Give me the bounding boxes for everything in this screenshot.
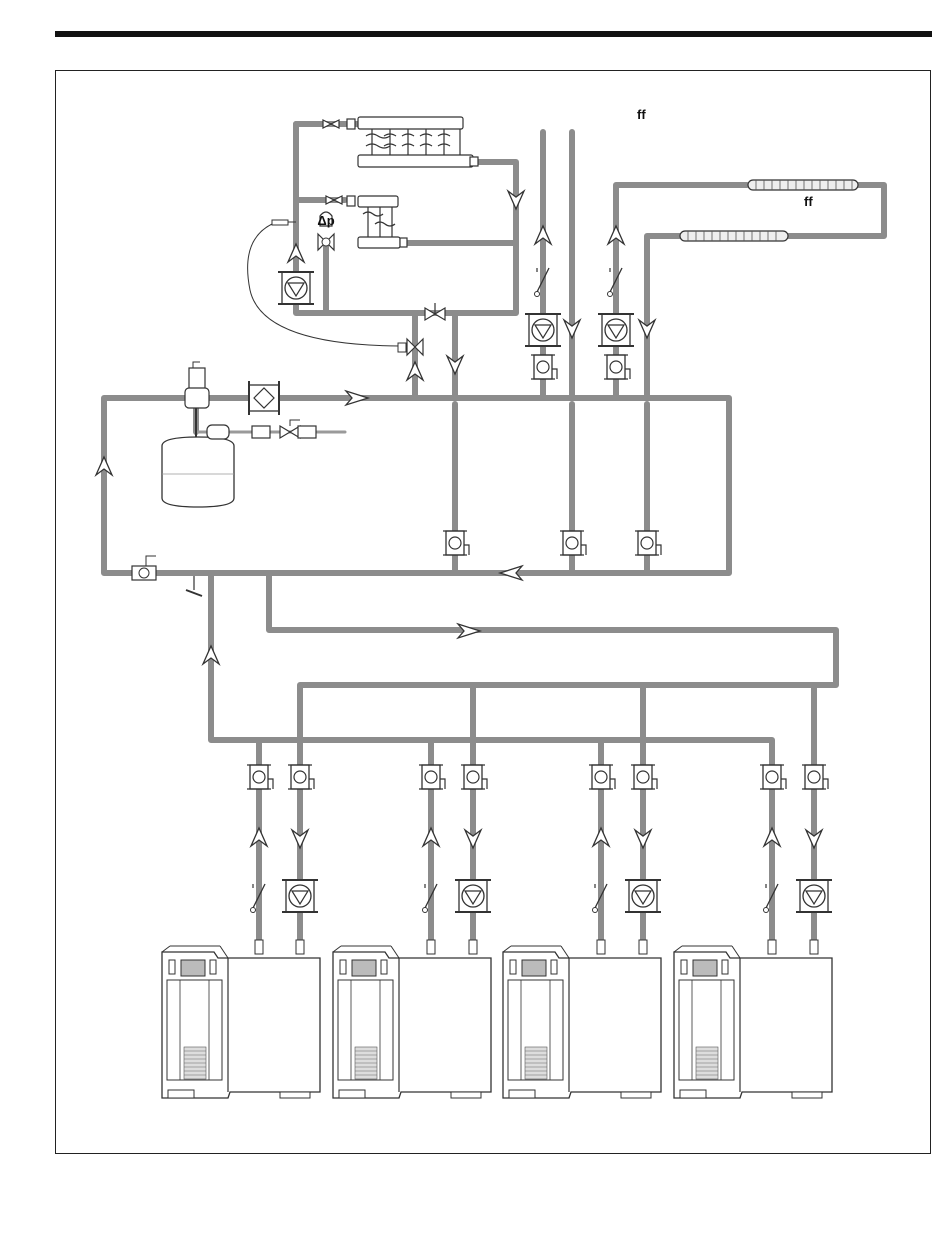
pump-riser-1: [525, 314, 561, 346]
three-way-valve: [398, 339, 423, 355]
manifold-lower: [326, 196, 407, 248]
loop-pump: [249, 381, 279, 415]
pump-underfloor: [278, 272, 314, 304]
boiler-2: [333, 946, 491, 1098]
balancing-valve: [425, 303, 445, 320]
ball-valve-riser-2: [604, 355, 630, 379]
differential-pressure-valve: Δp: [317, 212, 334, 250]
radiator-upper: [748, 180, 858, 190]
pump-riser-2: [598, 314, 634, 346]
boiler-connections: [247, 765, 832, 954]
loop-ball-valve: [132, 556, 156, 580]
ball-valve-return-1: [443, 531, 469, 555]
coil-label: ff: [804, 194, 813, 209]
radiator-lower: [680, 231, 788, 241]
boiler-1: [162, 946, 320, 1098]
ball-valve-return-3: [635, 531, 661, 555]
pipe-network: [104, 124, 884, 950]
top-label: ff: [637, 107, 646, 122]
flow-arrows: [96, 191, 822, 848]
boiler-3: [503, 946, 661, 1098]
ball-valve-riser-1: [531, 355, 557, 379]
air-separator: [185, 362, 209, 408]
drain-valve: [186, 576, 202, 596]
makeup-assembly: [207, 420, 316, 439]
ball-valve-return-2: [560, 531, 586, 555]
boiler-4: [674, 946, 832, 1098]
dp-label: Δp: [317, 213, 334, 228]
